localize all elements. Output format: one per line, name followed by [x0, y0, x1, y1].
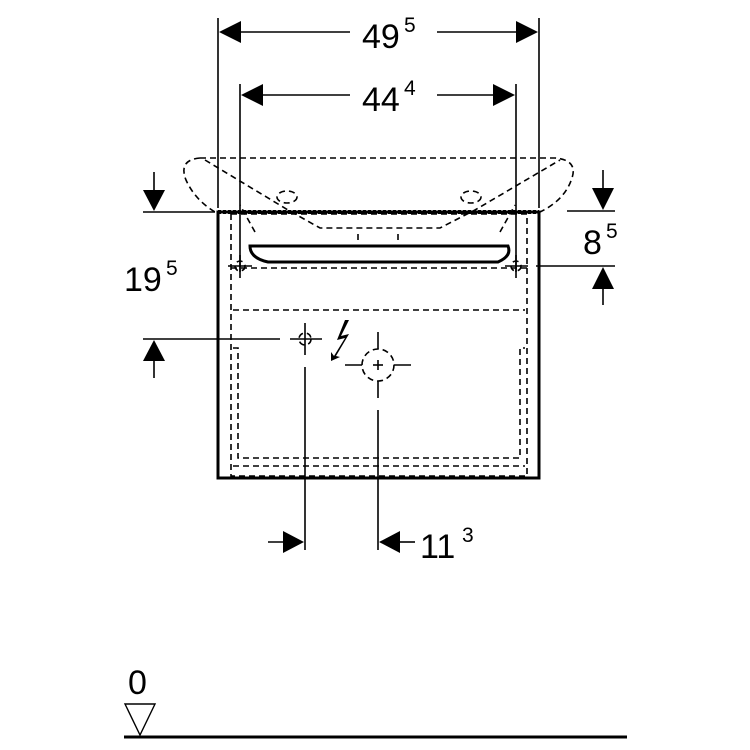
level-triangle-icon: [123, 703, 157, 737]
drain-offset-dimension: 11 3: [268, 524, 474, 566]
arrow-down-icon: [143, 190, 165, 211]
inner-width-value: 44: [362, 81, 400, 119]
fixing-point-left: [228, 255, 252, 278]
overall-width-value: 49: [362, 18, 400, 56]
arrow-right-icon: [516, 21, 538, 43]
tap-hole-left: [276, 190, 298, 204]
height-fixing-dimension: 19 5: [124, 172, 280, 378]
water-supply-point: [290, 323, 322, 550]
tap-hole-right: [460, 190, 482, 204]
drain-center-point: [345, 332, 411, 550]
fixing-point-right: [505, 255, 528, 278]
drain-offset-sup: 3: [462, 524, 474, 547]
arrow-left-icon: [241, 84, 263, 106]
top-to-fixing-sup: 5: [606, 220, 618, 243]
basin-bowl-bottom: [248, 244, 511, 264]
drain-offset-value: 11: [420, 528, 455, 566]
inner-width-sup: 4: [404, 77, 416, 100]
overall-width-dimension: 49 5: [217, 14, 540, 208]
washbasin-outline: [183, 157, 574, 243]
arrow-right-icon: [283, 531, 304, 553]
overall-width-sup: 5: [404, 14, 416, 37]
height-fixing-value: 19: [124, 261, 162, 299]
arrow-right-icon: [493, 84, 515, 106]
floor-level-label: 0: [128, 664, 147, 702]
height-fixing-sup: 5: [166, 257, 178, 280]
inner-width-dimension: 44 4: [239, 77, 517, 272]
floor-level-marker: 0: [123, 664, 627, 739]
lightning-bolt-icon: [331, 320, 349, 361]
arrow-left-icon: [379, 531, 400, 553]
arrow-left-icon: [219, 21, 241, 43]
arrow-down-icon: [592, 188, 614, 210]
arrow-up-icon: [592, 267, 614, 289]
arrow-up-icon: [143, 340, 165, 361]
top-to-fixing-dimension: 8 5: [536, 170, 618, 305]
top-to-fixing-value: 8: [583, 224, 602, 262]
